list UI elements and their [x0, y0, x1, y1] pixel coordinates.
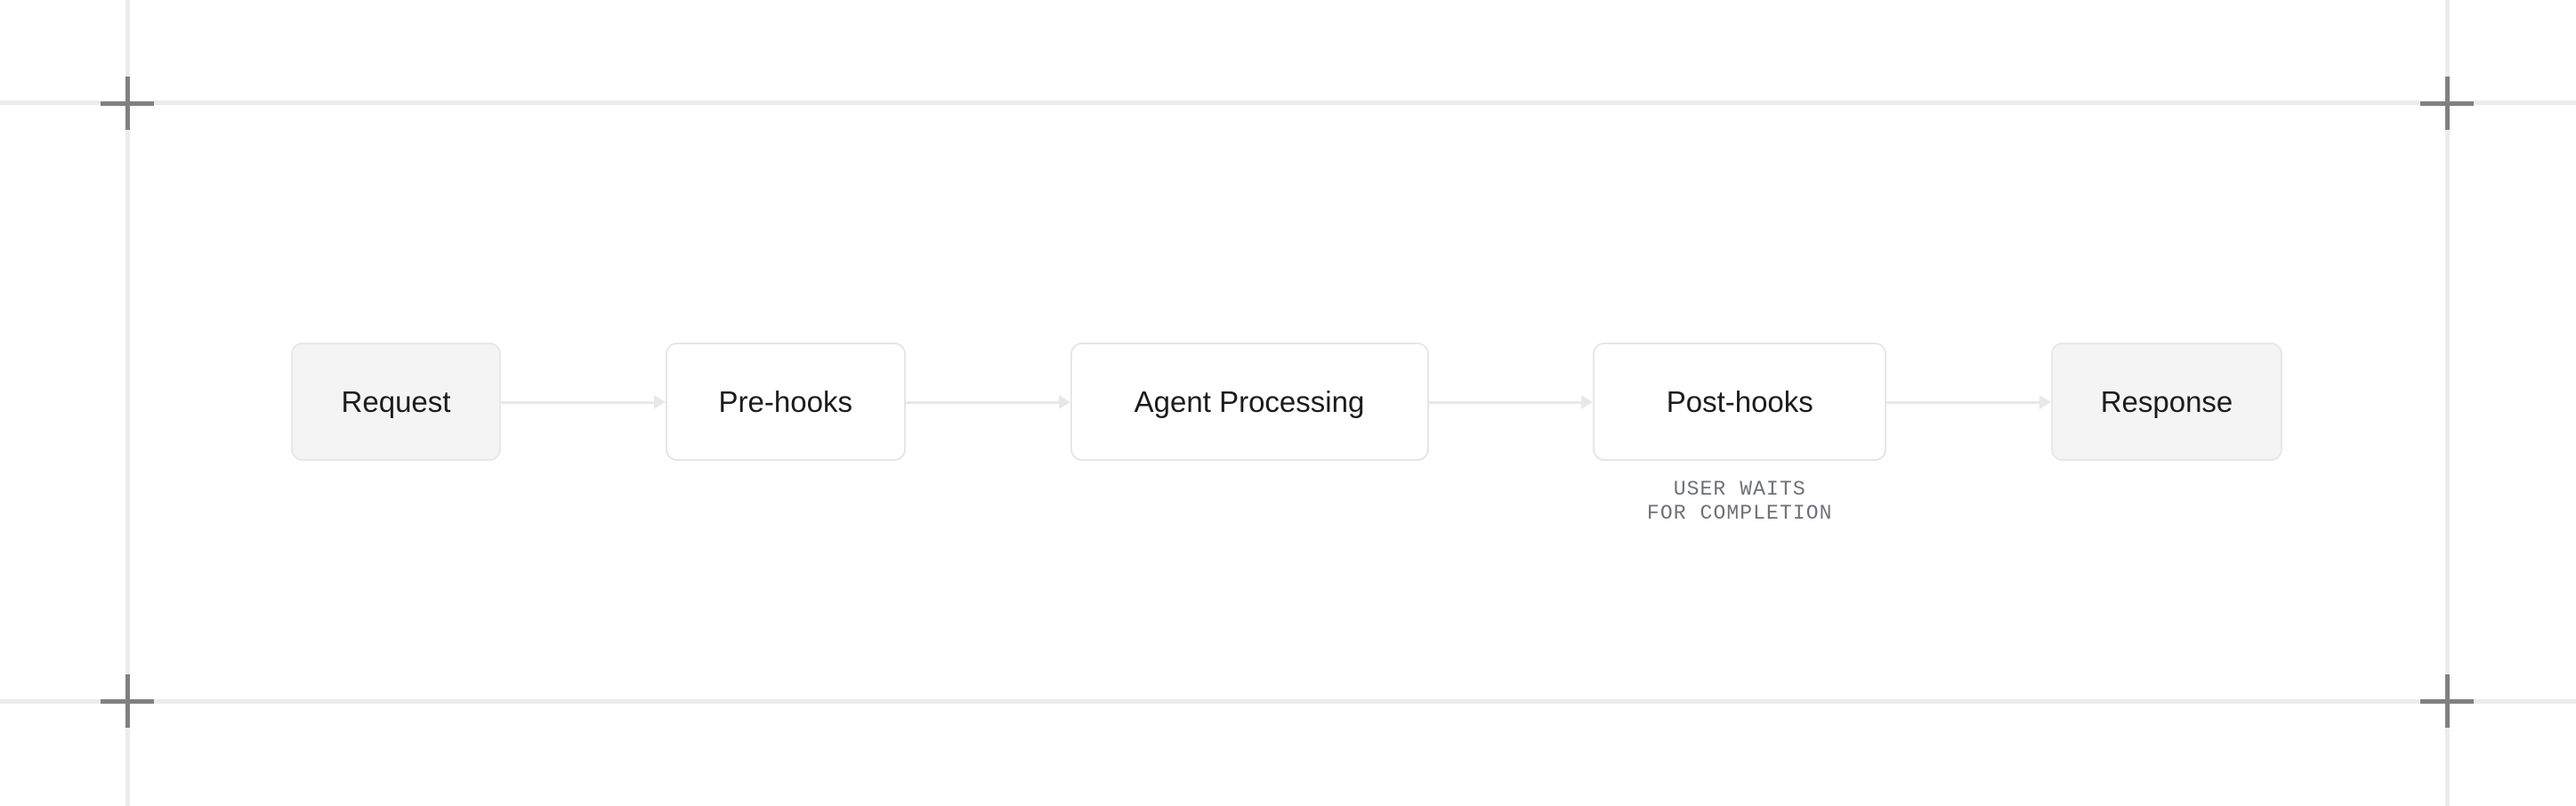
flow-node-caption-line-2: FOR COMPLETION: [1646, 502, 1833, 526]
flow-diagram: Request Pre-hooks Agent Processing Post-…: [291, 343, 2282, 525]
guide-line-vertical-left: [125, 0, 130, 806]
flow-node-caption: USER WAITS FOR COMPLETION: [1647, 478, 1833, 526]
flow-node-post-hooks[interactable]: Post-hooks USER WAITS FOR COMPLETION: [1593, 343, 1887, 525]
arrow-head-icon: [1058, 394, 1070, 409]
arrow-head-icon: [2039, 394, 2051, 409]
flow-node-label: Agent Processing: [1134, 385, 1365, 418]
flow-node-response[interactable]: Response: [2051, 343, 2282, 461]
flow-arrow-post-hooks-to-response: [1886, 394, 2051, 410]
arrow-line: [501, 400, 656, 404]
flow-node-label: Request: [341, 385, 451, 418]
crosshair-bar-vertical: [2445, 674, 2450, 728]
arrow-line: [1886, 400, 2041, 404]
flow-node-request[interactable]: Request: [291, 343, 501, 461]
arrow-line: [905, 400, 1061, 404]
guide-line-horizontal-top: [0, 101, 2576, 105]
arrow-head-icon: [653, 394, 666, 409]
crosshair-icon-bottom-left: [101, 674, 154, 728]
arrow-line: [1428, 400, 1584, 404]
flow-arrow-request-to-pre-hooks: [501, 394, 666, 410]
flow-node-agent-processing[interactable]: Agent Processing: [1070, 343, 1429, 461]
flow-node-caption-line-1: USER WAITS: [1673, 478, 1806, 501]
crosshair-bar-vertical: [2445, 77, 2450, 130]
arrow-head-icon: [1581, 394, 1594, 409]
crosshair-icon-top-right: [2420, 77, 2474, 130]
guide-line-horizontal-bottom: [0, 699, 2576, 704]
crosshair-icon-top-left: [101, 77, 154, 130]
flow-node-label: Response: [2100, 385, 2233, 418]
flow-arrow-pre-hooks-to-agent-processing: [905, 394, 1070, 410]
flow-arrow-agent-processing-to-post-hooks: [1428, 394, 1594, 410]
flow-node-pre-hooks[interactable]: Pre-hooks: [665, 343, 906, 461]
flow-node-label: Post-hooks: [1666, 385, 1813, 418]
guide-line-vertical-right: [2445, 0, 2450, 806]
flow-node-label: Pre-hooks: [718, 385, 852, 418]
crosshair-bar-vertical: [125, 77, 130, 130]
crosshair-icon-bottom-right: [2420, 674, 2474, 728]
crosshair-bar-vertical: [125, 674, 130, 728]
